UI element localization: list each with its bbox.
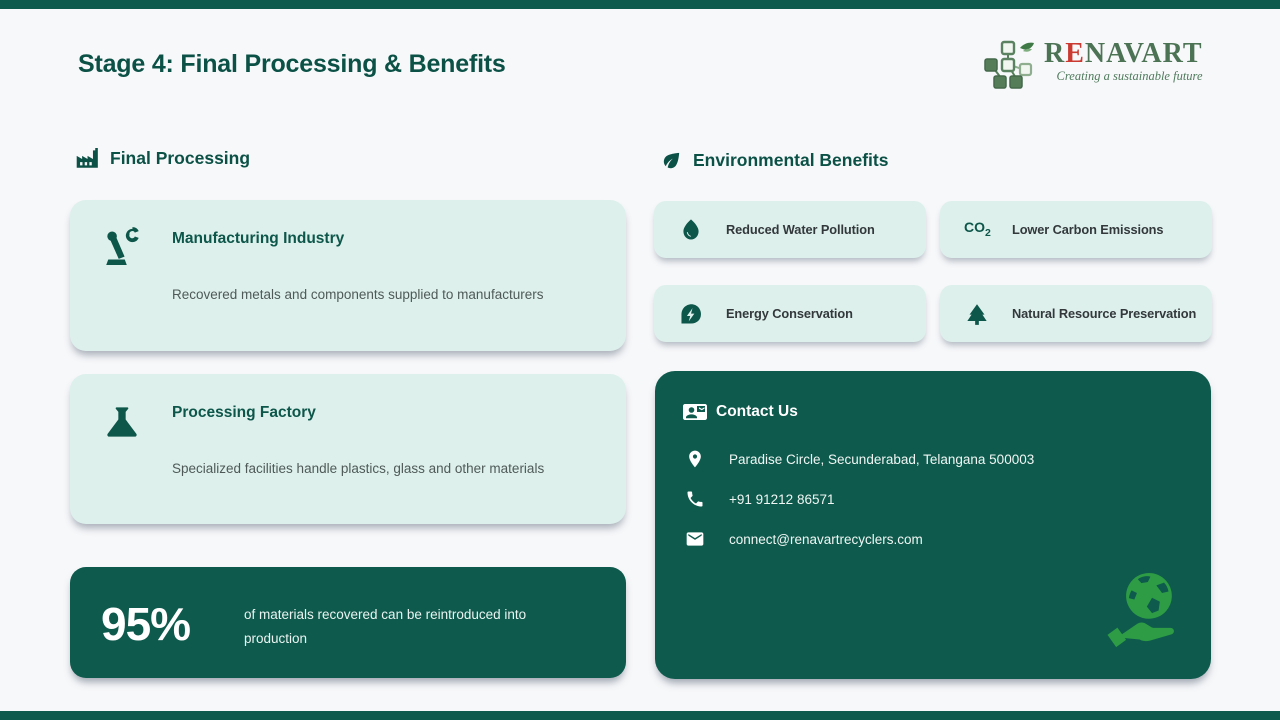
benefit-card-water: Reduced Water Pollution	[654, 201, 926, 258]
location-pin-icon	[689, 450, 701, 468]
processing-factory-card: Processing Factory Specialized facilitie…	[70, 374, 626, 524]
earth-in-hand-icon	[1107, 573, 1174, 648]
benefit-label: Lower Carbon Emissions	[1012, 222, 1164, 237]
factory-icon	[76, 148, 98, 168]
contact-address: Paradise Circle, Secunderabad, Telangana…	[729, 451, 1035, 467]
manufacturing-industry-card: Manufacturing Industry Recovered metals …	[70, 200, 626, 351]
contact-card-icon	[683, 404, 707, 420]
card-description: Specialized facilities handle plastics, …	[172, 461, 545, 476]
robot-arm-icon	[100, 226, 144, 270]
bottom-accent-bar	[0, 711, 1280, 720]
contact-row-address: Paradise Circle, Secunderabad, Telangana…	[685, 449, 1034, 469]
contact-row-email: connect@renavartrecyclers.com	[685, 529, 923, 549]
flask-icon	[100, 400, 144, 444]
top-accent-bar	[0, 0, 1280, 9]
tree-icon	[964, 300, 992, 328]
energy-leaf-icon	[678, 300, 706, 328]
stat-card: 95% of materials recovered can be reintr…	[70, 567, 626, 678]
card-description: Recovered metals and components supplied…	[172, 287, 544, 302]
leaf-icon	[663, 152, 680, 169]
contact-row-phone: +91 91212 86571	[685, 489, 834, 509]
logo-name: RENAVART	[1044, 38, 1203, 69]
logo: RENAVART Creating a sustainable future	[982, 38, 1203, 93]
page-title: Stage 4: Final Processing & Benefits	[78, 50, 506, 78]
card-title: Processing Factory	[172, 404, 316, 421]
mail-icon	[686, 532, 704, 546]
card-title: Manufacturing Industry	[172, 230, 345, 247]
benefit-card-carbon: CO2 Lower Carbon Emissions	[940, 201, 1212, 258]
contact-heading: Contact Us	[683, 400, 798, 424]
co2-icon: CO2	[964, 219, 991, 240]
benefit-label: Reduced Water Pollution	[726, 222, 875, 237]
contact-heading-label: Contact Us	[716, 403, 798, 420]
benefit-label: Natural Resource Preservation	[1012, 306, 1197, 321]
contact-phone: +91 91212 86571	[729, 491, 835, 507]
contact-card: Contact Us Paradise Circle, Secunderabad…	[655, 371, 1211, 679]
final-processing-heading: Final Processing	[110, 147, 251, 168]
benefit-card-energy: Energy Conservation	[654, 285, 926, 342]
phone-icon	[687, 491, 703, 507]
squares-leaf-logo-icon	[984, 40, 1034, 89]
stat-description: of materials recovered can be reintroduc…	[244, 607, 527, 646]
benefit-card-nature: Natural Resource Preservation	[940, 285, 1212, 342]
environmental-benefits-heading: Environmental Benefits	[693, 150, 889, 170]
contact-email: connect@renavartrecyclers.com	[729, 531, 923, 547]
benefit-label: Energy Conservation	[726, 306, 853, 321]
water-drop-icon	[678, 216, 706, 244]
environmental-benefits-header: Environmental Benefits	[660, 149, 888, 172]
final-processing-header: Final Processing	[74, 145, 250, 171]
stat-value: 95%	[101, 598, 191, 650]
logo-tagline: Creating a sustainable future	[1056, 69, 1203, 83]
